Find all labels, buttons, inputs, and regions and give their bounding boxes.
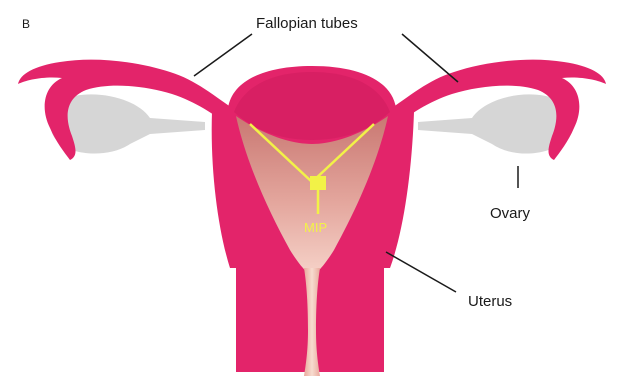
mip-marker	[310, 176, 326, 190]
panel-letter: B	[22, 17, 30, 31]
label-uterus: Uterus	[468, 293, 512, 310]
leader-line-fallopian-left	[194, 34, 252, 76]
leader-line-fallopian-right	[402, 34, 458, 82]
label-ovary: Ovary	[490, 205, 531, 222]
right-ovary	[418, 94, 570, 153]
leader-line-uterus	[386, 252, 456, 292]
mip-label: MIP	[304, 220, 327, 235]
label-fallopian-tubes: Fallopian tubes	[256, 15, 358, 32]
